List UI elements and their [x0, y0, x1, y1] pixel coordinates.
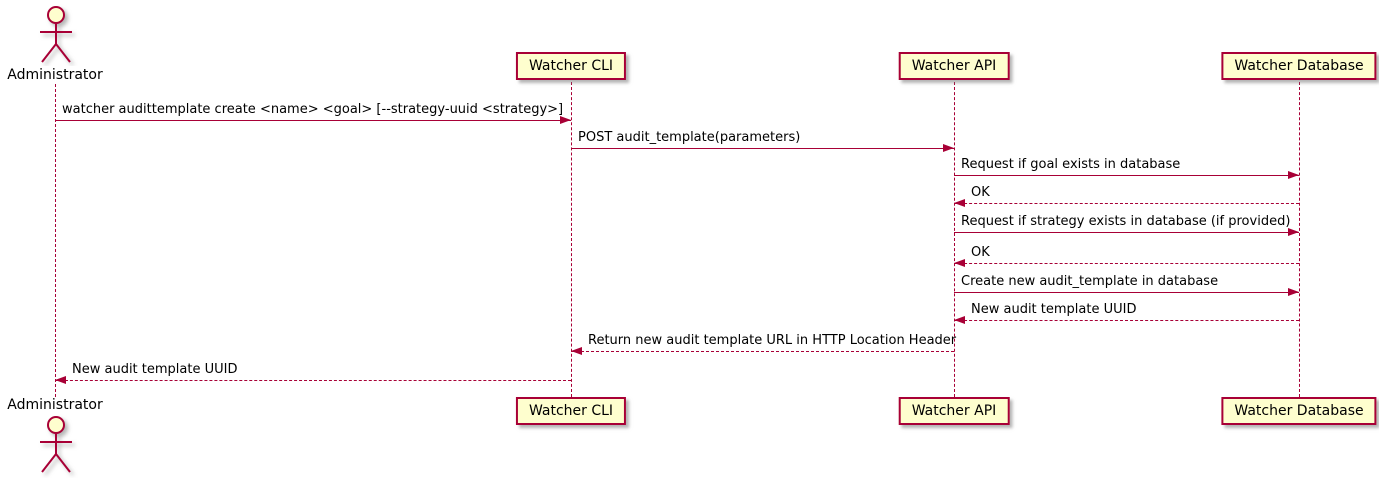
arrowhead-icon: [954, 316, 965, 324]
actor-label-administrator-bottom: Administrator: [7, 397, 103, 413]
message-line: [954, 292, 1299, 293]
message-label: OK: [971, 245, 990, 260]
message-line: [55, 380, 571, 381]
participant-box-watcher-database-top: Watcher Database: [1221, 52, 1377, 80]
message-line: [954, 320, 1299, 321]
message-label: Create new audit_template in database: [961, 274, 1219, 289]
arrowhead-icon: [954, 199, 965, 207]
arrowhead-icon: [943, 144, 954, 152]
message-label: Request if strategy exists in database (…: [961, 214, 1291, 229]
message-line: [954, 175, 1299, 176]
message-label: watcher audittemplate create <name> <goa…: [62, 102, 564, 117]
message-line: [954, 203, 1299, 204]
message-line: [954, 263, 1299, 264]
arrowhead-icon: [1288, 288, 1299, 296]
message-line: [954, 232, 1299, 233]
arrowhead-icon: [560, 116, 571, 124]
message-label: New audit template UUID: [72, 362, 238, 377]
message-line: [55, 120, 571, 121]
actor-label-administrator-top: Administrator: [7, 67, 103, 83]
arrowhead-icon: [1288, 171, 1299, 179]
participant-box-watcher-api-bottom: Watcher API: [898, 397, 1010, 425]
message-label: New audit template UUID: [971, 302, 1137, 317]
lifeline-watcher-api: [954, 82, 955, 397]
arrowhead-icon: [55, 376, 66, 384]
lifeline-administrator: [55, 84, 56, 397]
arrowhead-icon: [571, 347, 582, 355]
actor-icon: [40, 416, 72, 473]
lifeline-watcher-cli: [571, 82, 572, 397]
message-label: POST audit_template(parameters): [578, 130, 801, 145]
participant-box-watcher-database-bottom: Watcher Database: [1221, 397, 1377, 425]
participant-box-watcher-cli-top: Watcher CLI: [515, 52, 627, 80]
lifeline-watcher-database: [1299, 82, 1300, 397]
participant-box-watcher-api-top: Watcher API: [898, 52, 1010, 80]
message-label: OK: [971, 185, 990, 200]
message-label: Return new audit template URL in HTTP Lo…: [588, 333, 957, 348]
arrowhead-icon: [954, 259, 965, 267]
actor-icon: [40, 6, 72, 63]
message-line: [571, 351, 954, 352]
participant-box-watcher-cli-bottom: Watcher CLI: [515, 397, 627, 425]
message-line: [571, 148, 954, 149]
message-label: Request if goal exists in database: [961, 157, 1181, 172]
arrowhead-icon: [1288, 228, 1299, 236]
